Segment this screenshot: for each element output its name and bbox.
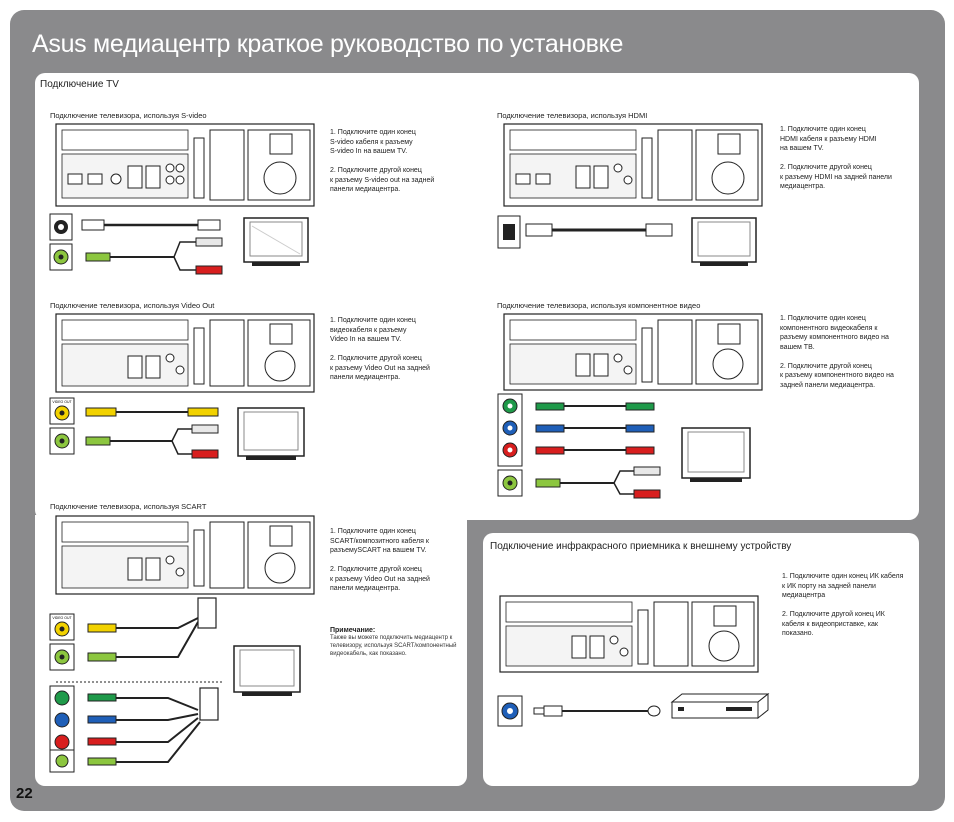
media-center-back-panel [503,123,763,207]
video-out-jack-icon: VIDEO OUT [49,613,75,641]
tv-icon [243,217,309,266]
set-top-box-icon [670,692,770,720]
scart-note-title: Примечание: [330,627,376,634]
media-center-back-panel [503,313,763,391]
hdmi-jack-icon [497,215,521,249]
ir-section-heading: Подключение инфракрасного приемника к вн… [490,541,792,552]
audio-jack-icon [49,643,75,671]
video-out-jack-icon: VIDEO OUT [49,397,75,425]
page-title: Asus медиацентр краткое руководство по у… [32,30,624,58]
svideo-cable [81,219,221,231]
audio-jack-icon [497,469,523,497]
svideo-jack-icon [49,213,73,241]
scart-note-text: Также вы можете подключить медиацентр к … [330,635,457,657]
svideo-label: Подключение телевизора, используя S-vide… [50,111,207,120]
video-out-jack-label: VIDEO OUT [52,400,72,404]
videoout-steps: 1. Подключите один конец видеокабеля к р… [330,317,430,381]
component-jacks-icon [497,393,523,467]
tv-section-heading: Подключение TV [40,79,119,90]
scart-plug-icon [199,687,219,721]
ir-steps: 1. Подключите один конец ИК кабеля к ИК … [782,573,904,637]
component-jacks-icon [49,685,75,759]
media-center-back-panel [499,595,759,673]
composite-video-cable [85,407,219,417]
audio-cable [85,424,219,459]
svideo-steps: 1. Подключите один конец S-video кабеля … [330,129,435,193]
tv-icon [237,407,305,460]
videoout-label: Подключение телевизора, используя Video … [50,301,215,310]
tv-icon [681,427,751,482]
audio-jack-icon [49,243,73,271]
scart-video-out-jack-label: VIDEO OUT [52,616,72,620]
scart-plug-icon [197,597,217,629]
component-steps: 1. Подключите один конец компонентного в… [780,315,894,389]
tv-icon [691,217,757,266]
component-cable [535,402,655,455]
media-center-back-panel [55,313,315,393]
svideo-diagram [49,123,315,275]
media-center-back-panel [55,515,315,595]
audio-jack-icon [49,427,75,455]
scart-steps: 1. Подключите один конец SCART/композитн… [330,528,430,592]
hdmi-cable [525,223,673,237]
page-number: 22 [16,785,33,802]
hdmi-label: Подключение телевизора, используя HDMI [497,111,648,120]
ir-jack-icon [497,695,523,727]
component-label: Подключение телевизора, используя компон… [497,301,701,310]
audio-cable [535,466,661,499]
ir-cable [533,705,661,717]
ir-diagram [497,595,770,727]
audio-cable [85,237,223,275]
scart-label: Подключение телевизора, используя SCART [50,502,207,511]
hdmi-steps: 1. Подключите один конец HDMI кабеля к р… [780,126,892,190]
scart-composite-cable [87,597,217,662]
scart-component-cable [87,687,219,766]
hdmi-diagram [497,123,763,266]
component-diagram [497,313,763,499]
scart-diagram: VIDEO OUT [49,515,315,773]
videoout-diagram: VIDEO OUT [49,313,315,460]
tv-icon [233,645,301,696]
media-center-back-panel [55,123,315,207]
audio-jack-icon [49,749,75,773]
